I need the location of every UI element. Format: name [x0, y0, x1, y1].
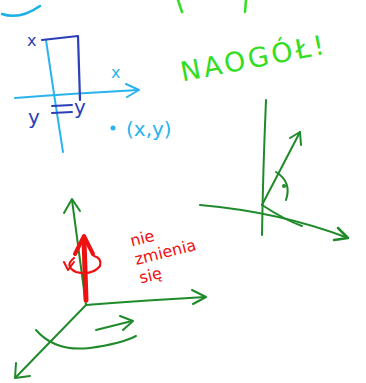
arrowhead: [290, 132, 301, 145]
rotated-axis: [262, 205, 302, 226]
arrowhead: [64, 262, 74, 270]
axis-label: y: [74, 96, 86, 118]
arrowhead: [334, 228, 348, 240]
stroke-fragment: [245, 0, 246, 12]
rotation-arc: [36, 330, 136, 349]
arrowhead: [192, 290, 206, 304]
equals-sign: [52, 105, 72, 113]
axis-label: x: [27, 32, 36, 50]
axis-label: y: [28, 106, 40, 128]
arrowhead: [64, 199, 80, 213]
angle-arc: [276, 172, 288, 200]
arc-fragment: [2, 6, 40, 16]
y-axis: [46, 40, 63, 152]
point-dot: [111, 126, 116, 131]
note-text: nie zmienia się: [128, 212, 223, 288]
arrowhead: [15, 363, 30, 378]
exclamation-note: NAOGÓŁ!: [178, 30, 330, 88]
arrowhead: [75, 236, 93, 254]
stroke-fragment: [178, 0, 182, 12]
angle-dot: [282, 184, 286, 188]
axis-label: x: [111, 64, 120, 82]
arrowhead: [120, 316, 133, 330]
horizontal-axis: [200, 205, 348, 238]
point-label: (x,y): [126, 118, 172, 140]
arrowhead: [126, 84, 139, 97]
fixed-axis-arrow: [84, 240, 86, 300]
rotation-arrow: [69, 256, 100, 273]
rotated-frame: [42, 36, 80, 100]
rotated-axis: [262, 132, 300, 205]
x-axis: [86, 297, 205, 305]
